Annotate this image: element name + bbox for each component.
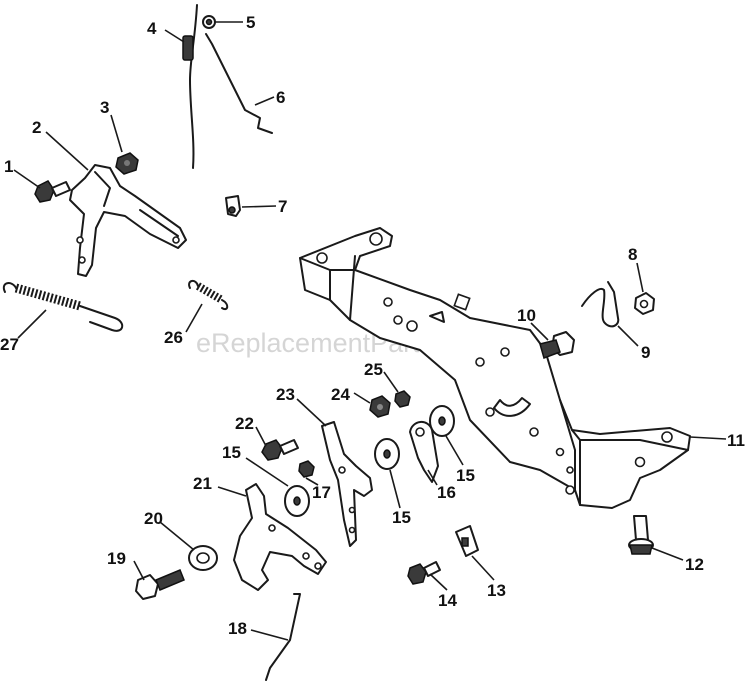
- callout-22: 22: [235, 414, 254, 433]
- part-15-washer-c[interactable]: [429, 405, 455, 437]
- part-1-bolt[interactable]: [34, 180, 71, 203]
- part-25-small-nut[interactable]: [394, 390, 411, 408]
- callout-20: 20: [144, 509, 163, 528]
- part-7-clip[interactable]: [225, 195, 241, 217]
- callout-10: 10: [517, 306, 536, 325]
- callout-26: 26: [164, 328, 183, 347]
- part-8-nut[interactable]: [634, 292, 655, 315]
- callout-5: 5: [246, 13, 255, 32]
- callout-24: 24: [331, 385, 350, 404]
- callout-19: 19: [107, 549, 126, 568]
- part-19-bolt[interactable]: [135, 569, 185, 600]
- part-22-bolt[interactable]: [261, 439, 299, 461]
- part-18-link-rod[interactable]: [265, 593, 301, 681]
- callout-18: 18: [228, 619, 247, 638]
- part-27-long-spring[interactable]: [2, 282, 124, 332]
- part-26-small-spring[interactable]: [188, 280, 229, 310]
- part-10-bolt[interactable]: [539, 331, 575, 359]
- part-15-washer-b[interactable]: [374, 438, 400, 470]
- part-3-nut[interactable]: [115, 152, 139, 175]
- callout-17: 17: [312, 483, 331, 502]
- callout-3: 3: [100, 98, 109, 117]
- callout-14: 14: [438, 591, 457, 610]
- callout-4: 4: [147, 19, 157, 38]
- part-12-bolt[interactable]: [628, 515, 654, 555]
- part-11-main-bracket[interactable]: [299, 227, 691, 509]
- part-2-throttle-bracket[interactable]: [69, 164, 187, 277]
- part-14-screw[interactable]: [407, 561, 441, 585]
- part-15-washer-a[interactable]: [284, 485, 310, 517]
- part-23-throttle-lever[interactable]: [321, 421, 373, 547]
- part-6-rod[interactable]: [205, 33, 273, 134]
- callout-21: 21: [193, 474, 212, 493]
- callout-15-a: 15: [222, 443, 241, 462]
- callout-12: 12: [685, 555, 704, 574]
- callout-8: 8: [628, 245, 637, 264]
- callout-15-b: 15: [392, 508, 411, 527]
- callout-labels: 1 2 3 4 5 6 7 8 9 10 11 12 13 14 15 15 1…: [0, 13, 745, 638]
- callout-7: 7: [278, 197, 287, 216]
- part-24-nut[interactable]: [369, 395, 391, 418]
- callout-15-c: 15: [456, 466, 475, 485]
- part-9-wire-spring[interactable]: [581, 281, 620, 328]
- callout-1: 1: [4, 157, 13, 176]
- callout-2: 2: [32, 118, 41, 137]
- part-4-cable-spring[interactable]: [182, 4, 198, 169]
- callout-11: 11: [727, 431, 745, 450]
- callout-9: 9: [641, 343, 650, 362]
- callout-16: 16: [437, 483, 456, 502]
- part-20-washer[interactable]: [188, 545, 218, 571]
- part-21-governor-lever[interactable]: [233, 483, 327, 591]
- callout-13: 13: [487, 581, 506, 600]
- callout-25: 25: [364, 360, 383, 379]
- callout-23: 23: [276, 385, 295, 404]
- part-16-lever[interactable]: [409, 421, 439, 483]
- part-17-small-nut[interactable]: [298, 460, 315, 478]
- leader-lines: [13, 21, 727, 641]
- callout-27: 27: [0, 335, 19, 354]
- callout-6: 6: [276, 88, 285, 107]
- part-13-clip[interactable]: [455, 525, 479, 557]
- part-5-clip[interactable]: [202, 15, 216, 29]
